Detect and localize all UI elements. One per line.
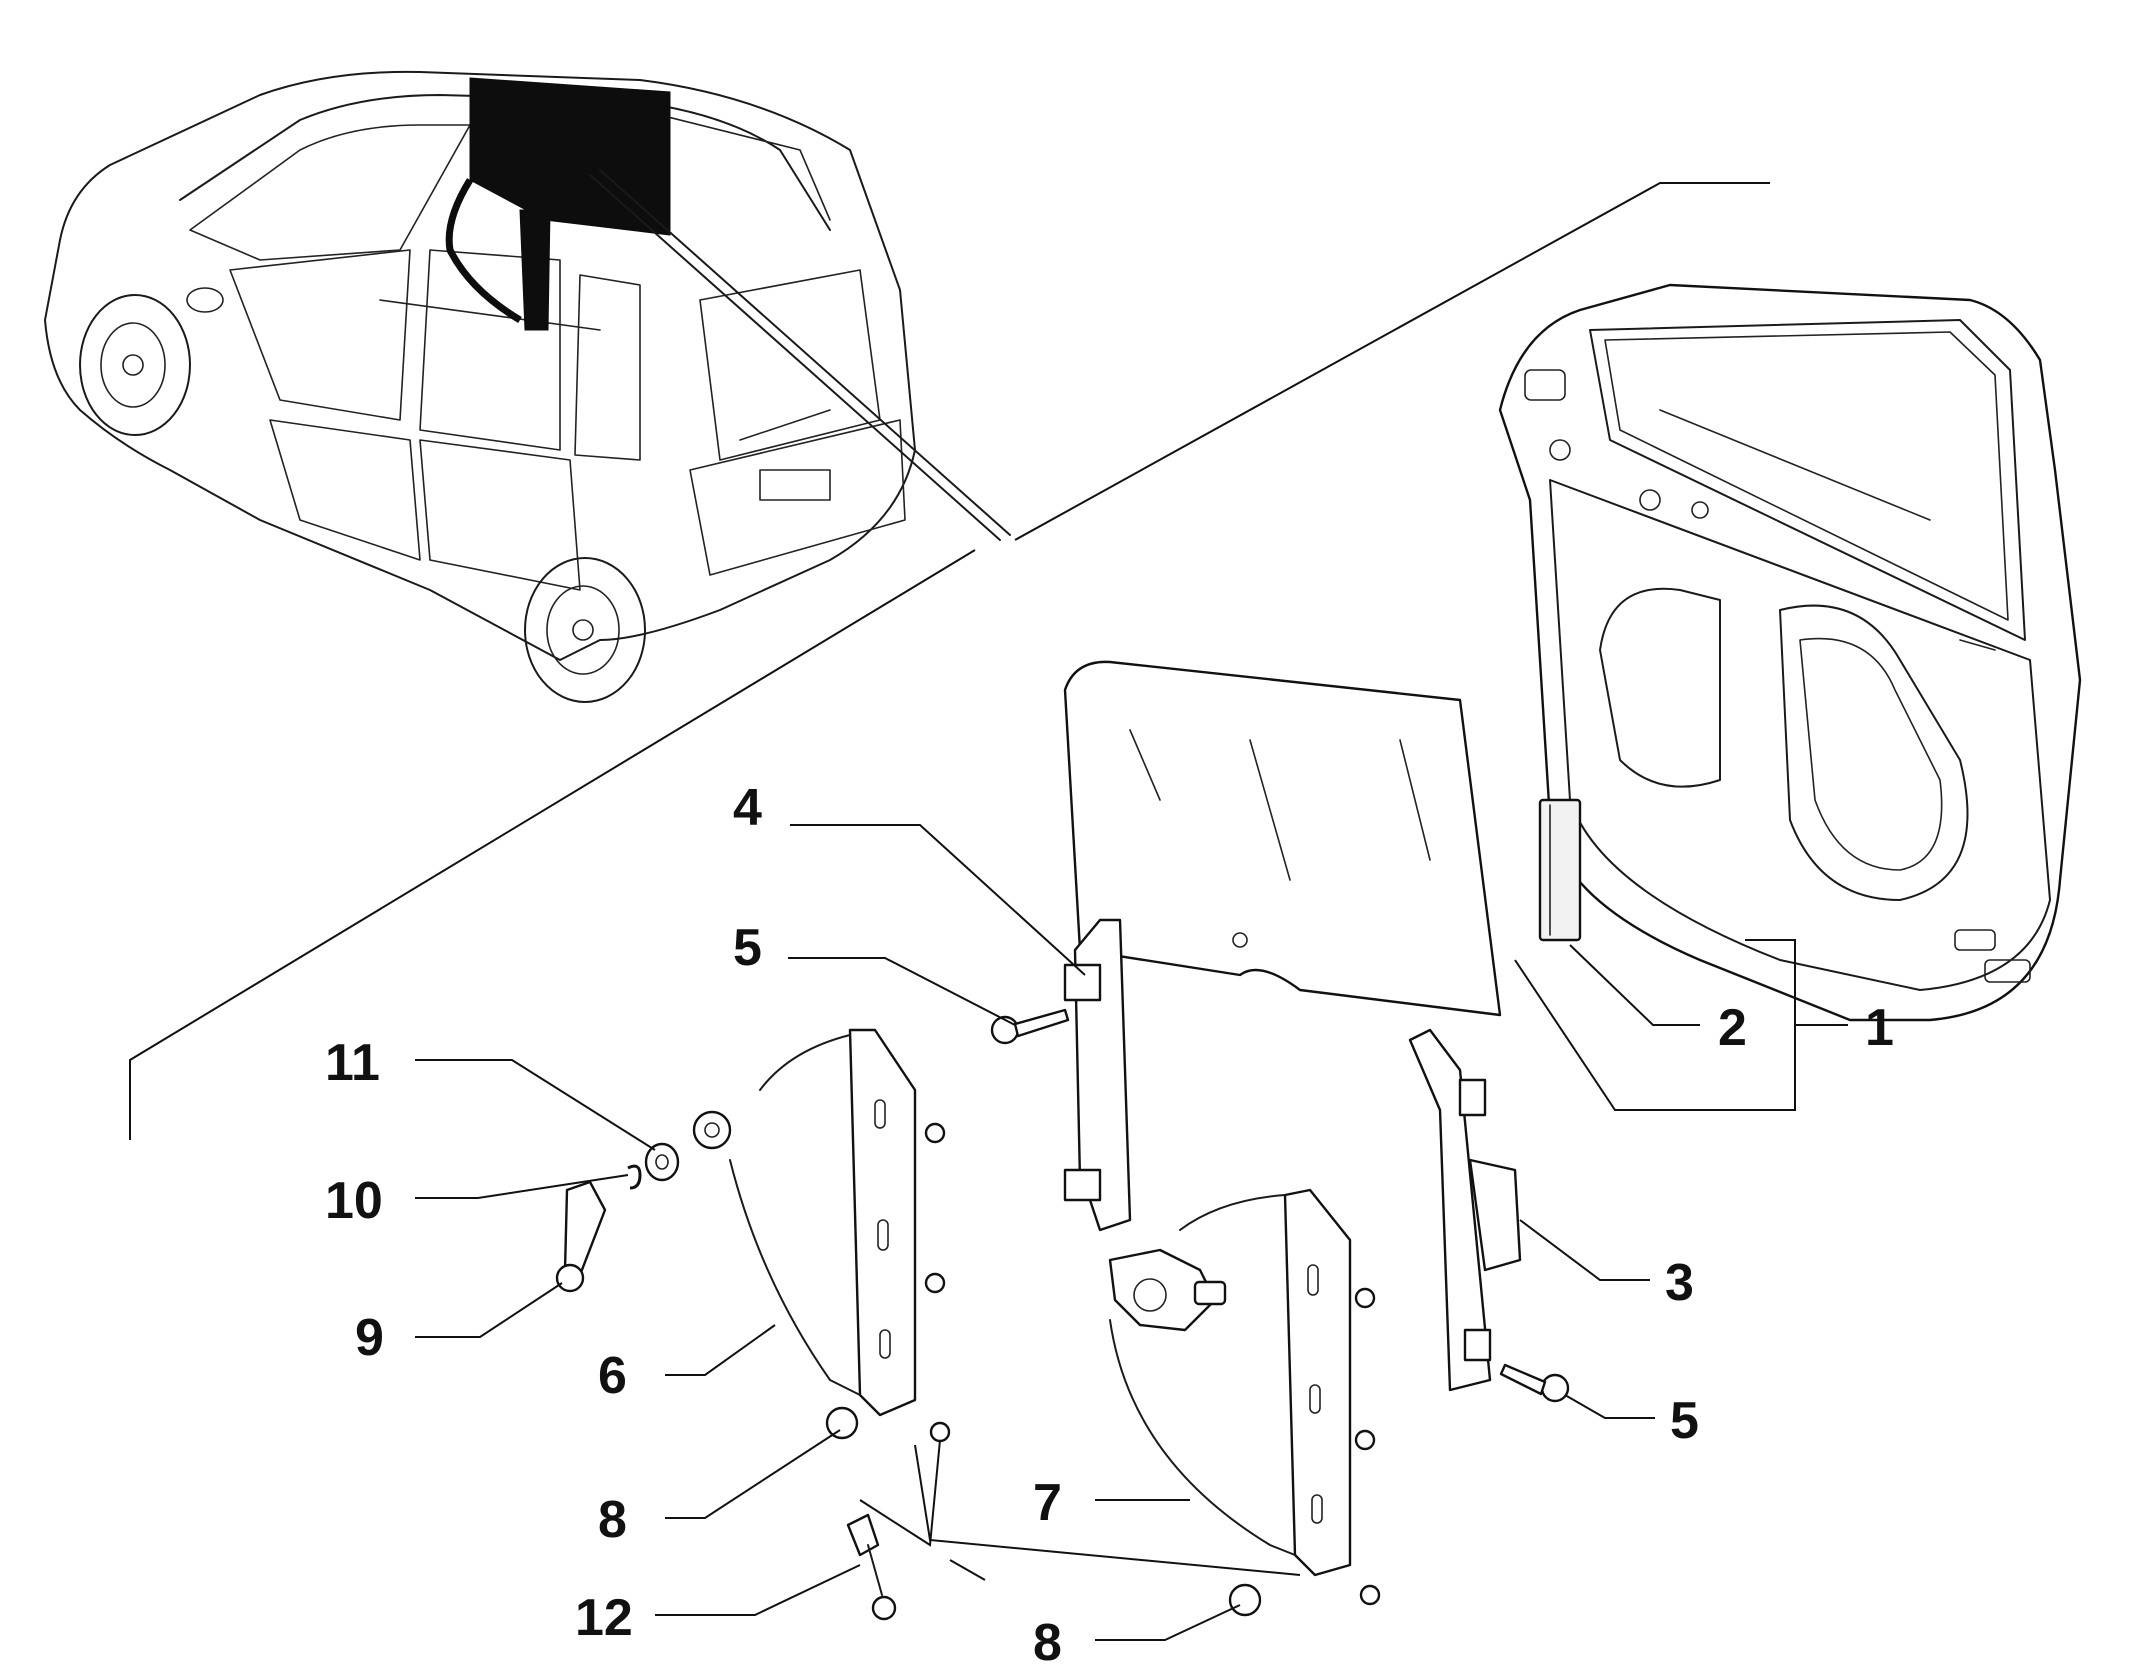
callout-5a: 5: [733, 919, 762, 977]
callout-12: 12: [575, 1589, 633, 1647]
callout-labels: 1 2 3 4 5 5 6 7 8 8 9 10 11 12: [325, 779, 1894, 1672]
electric-regulator-part-7: [1108, 1188, 1381, 1606]
callout-11: 11: [325, 1034, 380, 1092]
callout-7: 7: [1033, 1474, 1062, 1532]
exploded-view-frame: [129, 182, 1770, 1140]
callout-8b: 8: [1033, 1614, 1062, 1672]
callout-9: 9: [355, 1309, 384, 1367]
vehicle-locator-view: [44, 70, 1011, 703]
nut-part-8b: [1228, 1583, 1262, 1617]
nut-part-8a: [825, 1406, 859, 1440]
guide-rail-part-4: [1063, 918, 1132, 1232]
clip-part-10: [627, 1164, 642, 1190]
door-glass-part: [1063, 660, 1502, 1017]
crank-handle-part-9: [555, 1180, 607, 1293]
callout-6: 6: [598, 1347, 627, 1405]
screw-part-5a: [990, 1008, 1070, 1045]
callout-8a: 8: [598, 1491, 627, 1549]
door-shell-part: [1498, 283, 2082, 1022]
spacer-ring-part-11: [644, 1142, 680, 1182]
callout-3: 3: [1665, 1254, 1694, 1312]
guide-rail-part-3: [1408, 1028, 1522, 1392]
screw-part-5b: [1499, 1363, 1570, 1403]
leader-lines: [415, 824, 1848, 1641]
callout-4: 4: [733, 779, 762, 837]
plate-part-2: [1538, 798, 1582, 942]
callout-5b: 5: [1670, 1392, 1699, 1450]
callout-2: 2: [1718, 999, 1747, 1057]
callout-10: 10: [325, 1172, 383, 1230]
manual-regulator-part-6: [692, 1028, 951, 1443]
bracket-part-12: [846, 1513, 897, 1621]
callout-1: 1: [1865, 999, 1894, 1057]
highlighted-window-icon: [469, 77, 671, 236]
